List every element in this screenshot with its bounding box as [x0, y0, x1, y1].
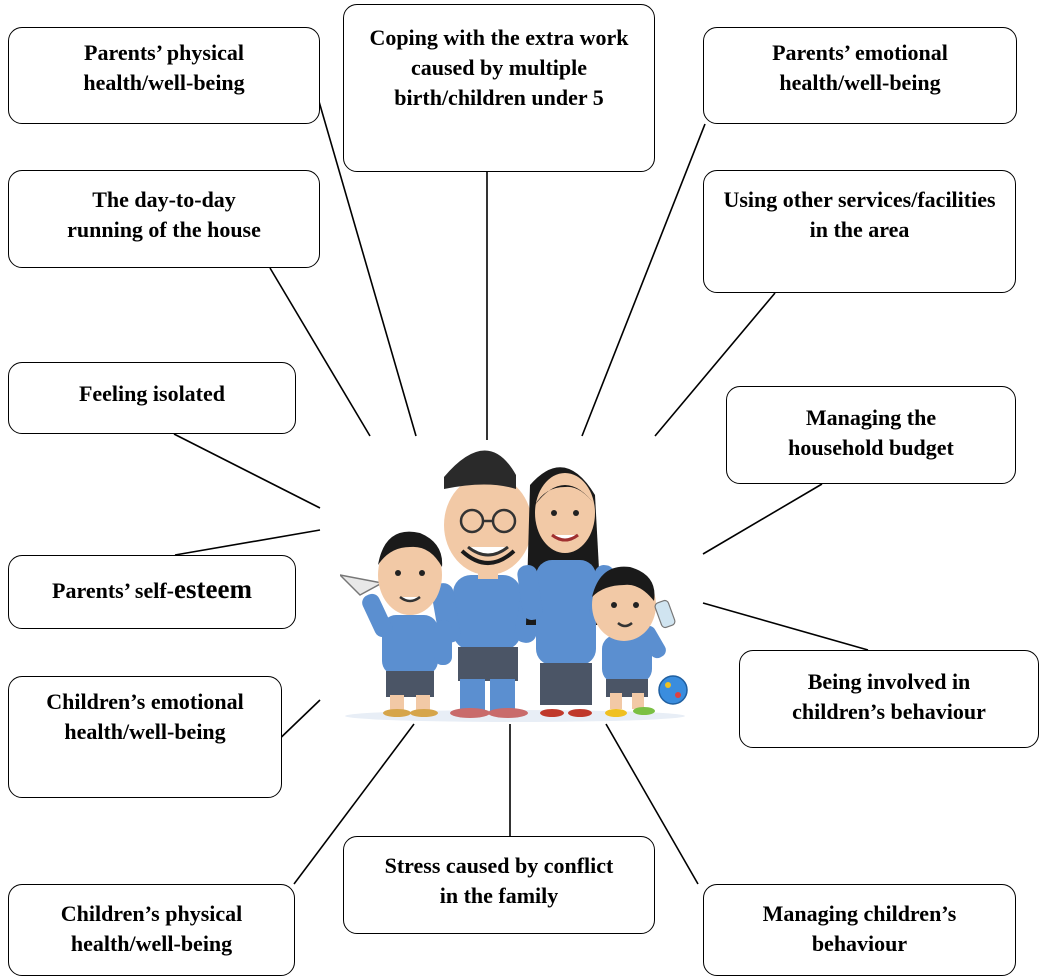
box-day-to-day: The day-to-day running of the house — [8, 170, 320, 268]
box-stress-conflict: Stress caused by conflict in the family — [343, 836, 655, 934]
family-illustration — [340, 450, 688, 722]
toddler-figure — [592, 566, 688, 717]
box-managing-behaviour: Managing children’s behaviour — [703, 884, 1016, 976]
box-feeling-isolated: Feeling isolated — [8, 362, 296, 434]
label-involved-behaviour: Being involved in children’s behaviour — [792, 669, 986, 724]
paper-plane-icon — [340, 574, 385, 596]
box-parents-physical: Parents’ physical health/well-being — [8, 27, 320, 124]
box-other-services: Using other services/facilities in the a… — [703, 170, 1016, 293]
connector-parents-emotional — [581, 123, 706, 437]
box-parents-emotional: Parents’ emotional health/well-being — [703, 27, 1017, 124]
label-parents-emotional: Parents’ emotional health/well-being — [772, 40, 948, 95]
connector-feeling-isolated — [173, 433, 321, 509]
label-household-budget: Managing the household budget — [788, 405, 954, 460]
label-parents-physical: Parents’ physical health/well-being — [83, 40, 245, 95]
label-self-esteem-suffix: esteem — [174, 574, 252, 604]
label-stress-conflict: Stress caused by conflict in the family — [384, 853, 614, 908]
label-self-esteem-prefix: Parents’ self- — [52, 578, 175, 603]
toy-bottle-icon — [654, 599, 676, 629]
label-self-esteem: Parents’ self-esteem — [52, 574, 252, 606]
box-children-physical: Children’s physical health/well-being — [8, 884, 295, 976]
ball-icon — [658, 675, 688, 705]
box-children-emotional: Children’s emotional health/well-being — [8, 676, 282, 798]
label-day-to-day: The day-to-day running of the house — [67, 187, 261, 242]
connector-day-to-day — [269, 267, 371, 437]
box-household-budget: Managing the household budget — [726, 386, 1016, 484]
connector-involved — [702, 602, 869, 651]
older-boy-figure — [340, 531, 452, 717]
label-coping-extra-work: Coping with the extra work caused by mul… — [369, 25, 629, 110]
connector-self-esteem — [174, 529, 321, 556]
label-managing-behaviour: Managing children’s behaviour — [762, 901, 957, 956]
label-children-physical: Children’s physical health/well-being — [60, 901, 243, 956]
label-feeling-isolated: Feeling isolated — [78, 381, 226, 406]
connector-managing — [605, 723, 699, 885]
connector-household-budget — [702, 483, 823, 555]
label-other-services: Using other services/facilities in the a… — [723, 187, 996, 242]
box-self-esteem: Parents’ self-esteem — [8, 555, 296, 629]
label-children-emotional: Children’s emotional health/well-being — [46, 689, 244, 744]
box-coping-extra-work: Coping with the extra work caused by mul… — [343, 4, 655, 172]
connector-children-physical — [293, 723, 415, 885]
connector-parents-physical — [317, 97, 417, 437]
box-involved-behaviour: Being involved in children’s behaviour — [739, 650, 1039, 748]
connector-other-services — [654, 292, 776, 437]
